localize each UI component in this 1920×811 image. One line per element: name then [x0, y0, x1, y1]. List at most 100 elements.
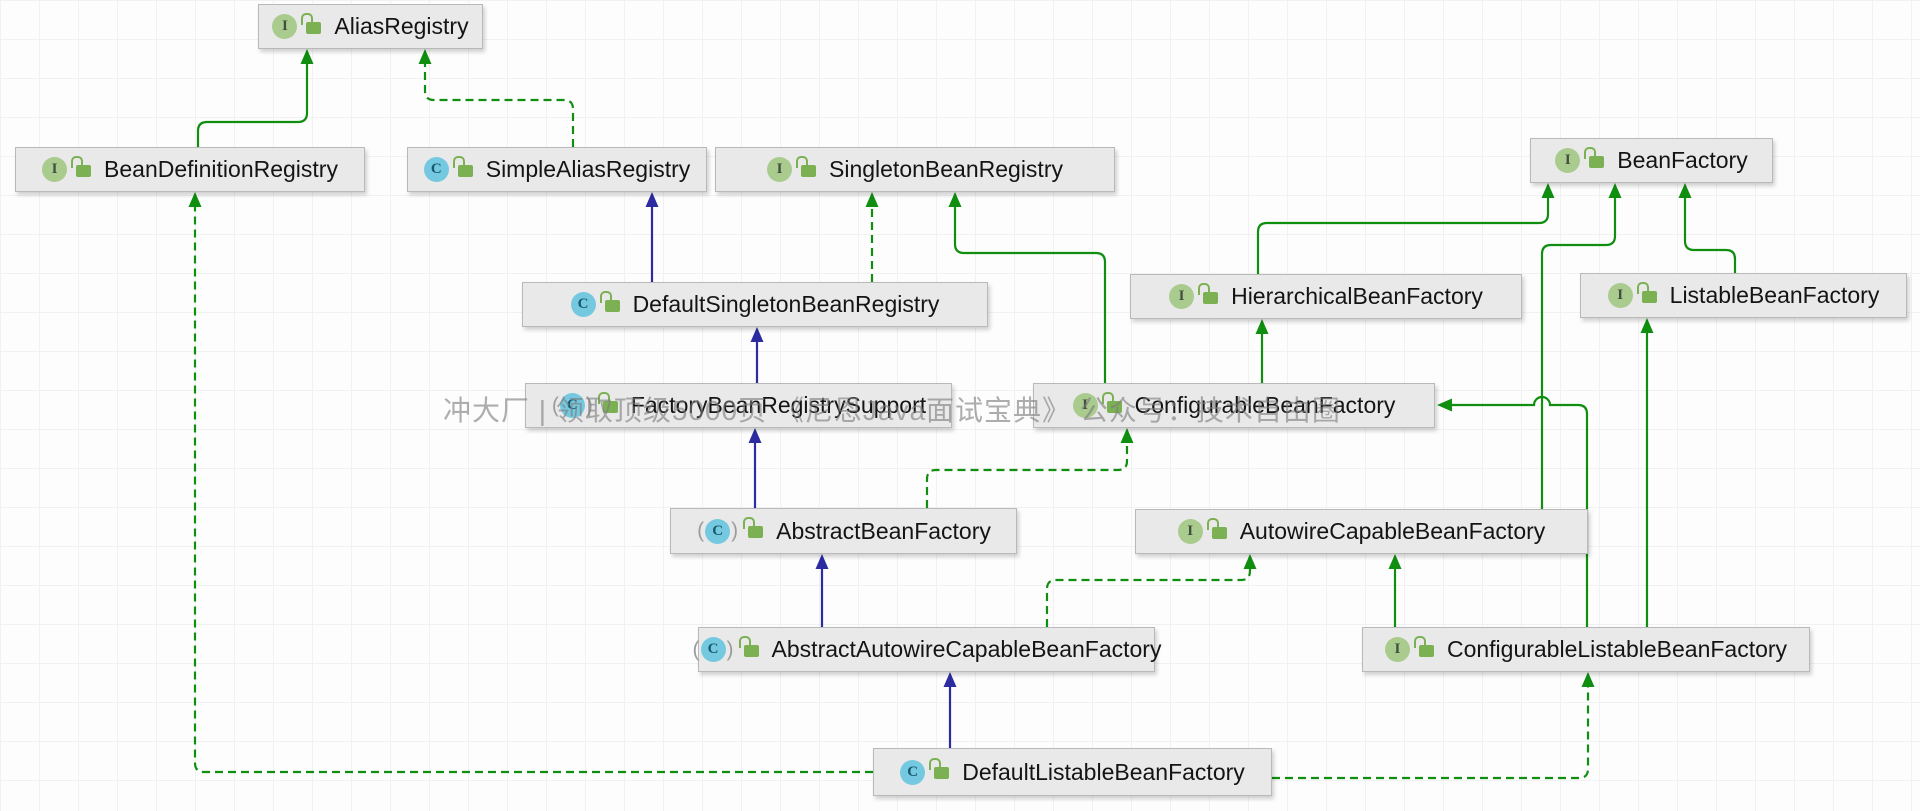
edge-autowire-capable-bean-factory-to-bean-factory[interactable] [1540, 183, 1622, 509]
class-node-default-listable-bean-factory[interactable]: C DefaultListableBeanFactory [873, 748, 1272, 796]
public-lock-icon [1636, 281, 1657, 303]
edge-abstract-autowire-capable-bean-factory-to-autowire-capable-bean-factory[interactable] [1045, 554, 1257, 627]
class-name-label: AliasRegistry [334, 13, 469, 39]
extends-arrowhead-icon [1437, 398, 1452, 412]
class-name-label: SingletonBeanRegistry [829, 156, 1063, 182]
extends-arrowhead-icon [748, 428, 762, 443]
public-lock-icon [1206, 517, 1227, 539]
class-node-simple-alias-registry[interactable]: C SimpleAliasRegistry [407, 147, 707, 192]
interface-badge-icon: I [272, 14, 298, 39]
class-badge-icon: C [559, 393, 585, 418]
class-node-autowire-capable-bean-factory[interactable]: I AutowireCapableBeanFactory [1135, 509, 1588, 554]
class-name-label: FactoryBeanRegistrySupport [630, 392, 927, 418]
class-name-label: BeanFactory [1617, 147, 1748, 173]
public-lock-icon [452, 155, 473, 177]
implements-arrowhead-icon [418, 49, 432, 64]
public-lock-icon [796, 155, 816, 177]
class-badge-icon: C [570, 292, 596, 317]
extends-arrowhead-icon [943, 672, 957, 687]
abstract-paren-icon: ) [726, 637, 734, 661]
implements-arrowhead-icon [865, 192, 879, 207]
public-lock-icon [71, 155, 92, 177]
edge-bean-definition-registry-to-alias-registry[interactable] [196, 49, 314, 147]
edge-configurable-bean-factory-to-hierarchical-bean-factory[interactable] [1255, 319, 1269, 383]
public-lock-icon [929, 758, 950, 779]
class-node-factory-bean-registry-support[interactable]: (C)FactoryBeanRegistrySupport [525, 383, 952, 428]
class-name-label: ListableBeanFactory [1669, 282, 1880, 308]
edge-abstract-bean-factory-to-configurable-bean-factory[interactable] [925, 428, 1134, 508]
class-node-listable-bean-factory[interactable]: I ListableBeanFactory [1580, 273, 1907, 318]
edge-default-listable-bean-factory-to-abstract-autowire-capable-bean-factory[interactable] [943, 672, 957, 748]
edge-factory-bean-registry-support-to-default-singleton-bean-registry[interactable] [750, 327, 764, 383]
edge-abstract-bean-factory-to-factory-bean-registry-support[interactable] [748, 428, 762, 508]
class-name-label: DefaultSingletonBeanRegistry [632, 291, 940, 317]
edge-default-singleton-bean-registry-to-simple-alias-registry[interactable] [645, 192, 659, 282]
class-badge-icon: C [423, 157, 449, 182]
public-lock-icon [301, 12, 322, 34]
class-node-abstract-bean-factory[interactable]: (C) AbstractBeanFactory [670, 508, 1017, 554]
class-badge-icon: C [900, 759, 926, 785]
edge-configurable-listable-bean-factory-to-listable-bean-factory[interactable] [1640, 318, 1654, 627]
extends-arrowhead-icon [1388, 554, 1402, 569]
interface-badge-icon: I [42, 157, 68, 182]
abstract-paren-icon: ( [697, 519, 705, 542]
class-name-label: AbstractAutowireCapableBeanFactory [771, 636, 1162, 662]
extends-arrowhead-icon [645, 192, 659, 207]
extends-arrowhead-icon [815, 554, 829, 569]
edge-configurable-bean-factory-to-singleton-bean-registry[interactable] [948, 192, 1107, 383]
extends-arrowhead-icon [1608, 183, 1622, 198]
public-lock-icon [738, 635, 759, 657]
interface-badge-icon: I [1384, 637, 1410, 662]
abstract-paren-icon: ( [692, 637, 700, 661]
edge-default-listable-bean-factory-to-configurable-listable-bean-factory[interactable] [1272, 672, 1595, 780]
edge-listable-bean-factory-to-bean-factory[interactable] [1678, 183, 1737, 273]
abstract-paren-icon: ( [551, 393, 559, 417]
public-lock-icon [743, 517, 764, 538]
interface-badge-icon: I [1607, 283, 1633, 308]
edge-default-listable-bean-factory-to-bean-definition-registry[interactable] [188, 192, 874, 774]
implements-arrowhead-icon [188, 192, 202, 207]
class-name-label: ConfigurableListableBeanFactory [1446, 636, 1788, 662]
extends-arrowhead-icon [1640, 318, 1654, 333]
class-name-label: SimpleAliasRegistry [485, 156, 691, 182]
implements-arrowhead-icon [1581, 672, 1595, 687]
class-node-bean-definition-registry[interactable]: I BeanDefinitionRegistry [15, 147, 365, 192]
edge-configurable-listable-bean-factory-to-autowire-capable-bean-factory[interactable] [1388, 554, 1402, 627]
interface-badge-icon: I [1169, 284, 1195, 309]
class-node-hierarchical-bean-factory[interactable]: I HierarchicalBeanFactory [1130, 274, 1522, 319]
public-lock-icon [1584, 146, 1605, 168]
edge-hierarchical-bean-factory-to-bean-factory[interactable] [1256, 183, 1555, 274]
extends-arrowhead-icon [1678, 183, 1692, 198]
public-lock-icon [599, 290, 620, 312]
class-name-label: HierarchicalBeanFactory [1231, 283, 1483, 309]
class-badge-icon: C [705, 518, 731, 544]
edge-default-singleton-bean-registry-to-singleton-bean-registry[interactable] [865, 192, 879, 282]
class-name-label: DefaultListableBeanFactory [962, 758, 1245, 785]
extends-arrowhead-icon [750, 327, 764, 342]
class-name-label: AbstractBeanFactory [776, 517, 991, 544]
edge-configurable-listable-bean-factory-to-configurable-bean-factory[interactable] [1437, 395, 1589, 627]
public-lock-icon [1198, 282, 1219, 304]
class-name-label: BeanDefinitionRegistry [104, 156, 338, 182]
class-name-label: ConfigurableBeanFactory [1134, 392, 1396, 418]
implements-arrowhead-icon [1243, 554, 1257, 569]
public-lock-icon [1413, 635, 1434, 657]
public-lock-icon [597, 391, 618, 413]
interface-badge-icon: I [1072, 393, 1098, 418]
extends-arrowhead-icon [948, 192, 962, 207]
class-name-label: AutowireCapableBeanFactory [1239, 518, 1546, 544]
interface-badge-icon: I [1177, 519, 1203, 544]
class-node-configurable-listable-bean-factory[interactable]: I ConfigurableListableBeanFactory [1362, 627, 1810, 672]
edge-abstract-autowire-capable-bean-factory-to-abstract-bean-factory[interactable] [815, 554, 829, 627]
class-node-alias-registry[interactable]: I AliasRegistry [258, 4, 483, 49]
abstract-paren-icon: ) [731, 519, 739, 542]
edge-simple-alias-registry-to-alias-registry[interactable] [418, 49, 575, 147]
extends-arrowhead-icon [1255, 319, 1269, 334]
class-node-abstract-autowire-capable-bean-factory[interactable]: (C)AbstractAutowireCapableBeanFactory [693, 627, 1161, 672]
class-node-configurable-bean-factory[interactable]: I ConfigurableBeanFactory [1033, 383, 1435, 428]
class-node-default-singleton-bean-registry[interactable]: C DefaultSingletonBeanRegistry [522, 282, 988, 327]
